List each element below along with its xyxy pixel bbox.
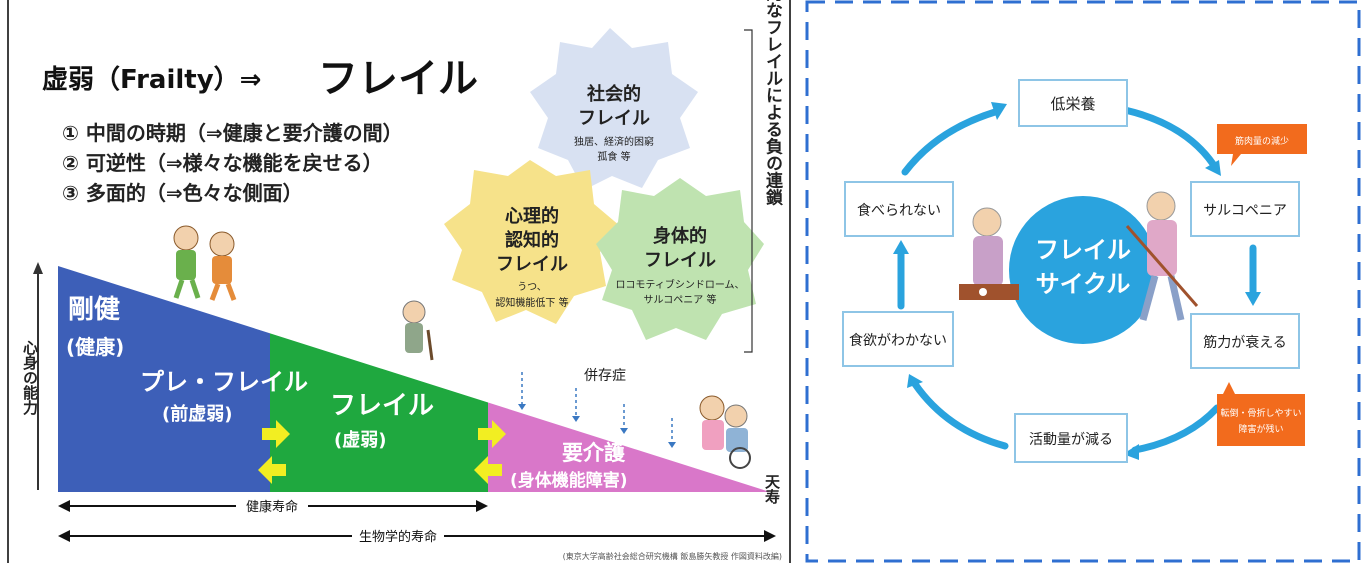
bio-life-label: 生物学的寿命 <box>359 529 437 545</box>
y-axis-arrowhead <box>33 262 43 274</box>
elderly-eating-illustration <box>959 207 1019 300</box>
node-less-activity: 活動量が減る <box>1014 413 1128 463</box>
cycle-center-circle <box>1009 196 1157 344</box>
point-2: ② 可逆性（⇒様々な機能を戻せる） <box>62 151 383 175</box>
robust-sublabel: (健康) <box>66 335 124 359</box>
bio-life-arrow <box>58 527 776 545</box>
frail-label: フレイル <box>330 391 434 421</box>
node-no-appetite: 食欲がわかない <box>842 311 954 367</box>
mental-gear-title3: フレイル <box>496 254 568 275</box>
node-undernutrition: 低栄養 <box>1018 79 1128 127</box>
elderly-with-cane-illustration <box>402 300 434 361</box>
arrow-back-to-frail <box>474 456 502 484</box>
cycle-arrows <box>897 106 1257 454</box>
title-main: フレイル <box>318 56 478 102</box>
cycle-center-line1: フレイル <box>1035 236 1131 264</box>
badge-fracture-risk: 転倒・骨折しやすい 障害が残い <box>1217 382 1305 446</box>
mental-gear-sub2: 認知機能低下 等 <box>495 296 568 309</box>
physical-gear-sub2: サルコペニア 等 <box>644 293 717 306</box>
frailty-cycle-panel: フレイル サイクル 低栄養 サルコペニア 筋力が衰える <box>805 0 1361 563</box>
frail-sublabel: (虚弱) <box>334 429 386 451</box>
mental-gear-title1: 心理的 <box>505 205 559 227</box>
node-muscle-weakness-label: 筋力が衰える <box>1203 334 1287 351</box>
node-sarcopenia-label: サルコペニア <box>1203 203 1287 219</box>
healthy-couple-illustration <box>173 225 237 301</box>
badge-muscle-loss: 筋肉量の減少 <box>1217 124 1307 166</box>
y-axis-label: 心身の能力 <box>21 340 39 416</box>
physical-gear-title2: フレイル <box>644 250 716 271</box>
healthy-life-label: 健康寿命 <box>246 499 298 515</box>
node-sarcopenia: サルコペニア <box>1190 181 1300 237</box>
badge-fracture-risk-label1: 転倒・骨折しやすい <box>1221 407 1302 419</box>
frailty-overview-svg: 虚弱（Frailty）⇒ フレイル ① 中間の時期（⇒健康と要介護の間） ② 可… <box>7 0 791 563</box>
mental-frailty-gear: 心理的 認知的 フレイル うつ、 認知機能低下 等 <box>444 160 620 324</box>
node-cannot-eat-label: 食べられない <box>857 202 941 219</box>
prefrail-label: プレ・フレイル <box>140 368 308 396</box>
caregiver-illustration <box>699 395 751 469</box>
dashed-frame <box>805 0 1361 563</box>
social-gear-title1: 社会的 <box>587 83 641 105</box>
prefrail-sublabel: (前虚弱) <box>162 403 232 425</box>
social-gear-sub1: 独居、経済的困窮 <box>574 135 654 148</box>
physical-gear-title1: 身体的 <box>653 225 707 247</box>
side-vertical-label: 多面的なフレイルによる負の連鎖 <box>762 0 783 206</box>
comorbidity-label: 併存症 <box>584 368 626 384</box>
badge-fracture-risk-label2: 障害が残い <box>1238 423 1283 435</box>
node-no-appetite-label: 食欲がわかない <box>849 332 947 349</box>
social-gear-title2: フレイル <box>578 108 650 129</box>
death-label: 天寿 <box>763 474 781 505</box>
gear-bracket <box>744 29 753 353</box>
frailty-overview-panel: 虚弱（Frailty）⇒ フレイル ① 中間の時期（⇒健康と要介護の間） ② 可… <box>7 0 791 563</box>
social-frailty-gear: 社会的 フレイル 独居、経済的困窮 孤食 等 <box>530 28 698 190</box>
care-sublabel: (身体機能障害) <box>510 470 628 491</box>
elderly-walking-illustration <box>1125 191 1199 321</box>
title-prefix: 虚弱（Frailty）⇒ <box>42 65 261 95</box>
point-1: ① 中間の時期（⇒健康と要介護の間） <box>62 121 403 145</box>
physical-frailty-gear: 身体的 フレイル ロコモティブシンドローム、 サルコペニア 等 <box>596 178 764 340</box>
node-less-activity-label: 活動量が減る <box>1029 431 1113 448</box>
robust-label: 剛健 <box>68 295 120 325</box>
healthy-life-arrow <box>58 497 488 515</box>
badge-muscle-loss-label: 筋肉量の減少 <box>1235 135 1289 147</box>
node-undernutrition-label: 低栄養 <box>1050 95 1095 113</box>
node-cannot-eat: 食べられない <box>844 181 954 237</box>
cycle-arrowheads <box>893 102 1261 460</box>
social-gear-sub2: 孤食 等 <box>597 150 630 163</box>
cycle-center-line2: サイクル <box>1036 270 1131 298</box>
source-note: (東京大学高齢社会総合研究機構 飯島勝矢教授 作図資料改編) <box>563 551 782 561</box>
comorbidity-arrows <box>518 372 676 448</box>
arrow-to-frail <box>262 420 290 448</box>
care-label: 要介護 <box>562 441 626 465</box>
point-3: ③ 多面的（⇒色々な側面） <box>62 181 303 205</box>
mental-gear-title2: 認知的 <box>505 229 559 251</box>
node-muscle-weakness: 筋力が衰える <box>1190 313 1300 369</box>
arrow-to-care <box>478 420 506 448</box>
frailty-cycle-svg: フレイル サイクル 低栄養 サルコペニア 筋力が衰える <box>805 0 1361 563</box>
mental-gear-sub1: うつ、 <box>517 281 547 293</box>
arrow-back-to-prefrail <box>258 456 286 484</box>
physical-gear-sub1: ロコモティブシンドローム、 <box>615 278 744 291</box>
